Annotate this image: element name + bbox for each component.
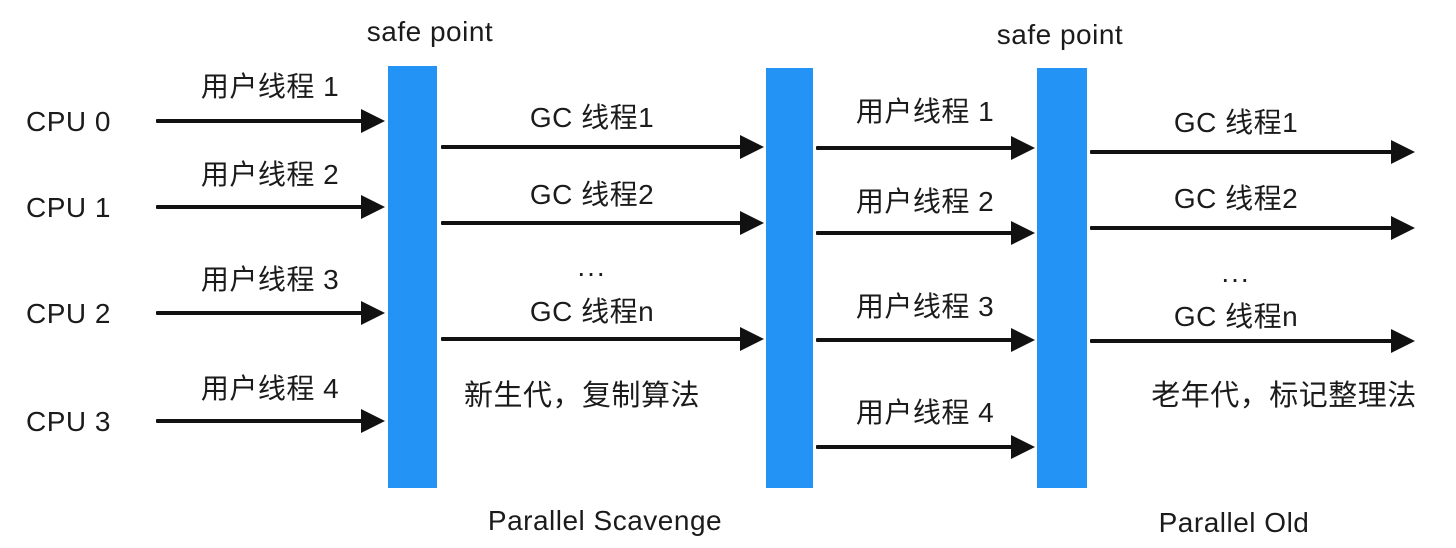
young-gc-thread-2-label: GC 线程2 xyxy=(529,179,655,210)
young-gc-ellipsis: ... xyxy=(577,251,607,282)
arrow-shaft xyxy=(441,337,745,341)
left-user-thread-1-label: 用户线程 1 xyxy=(200,71,340,102)
left-user-thread-4-label: 用户线程 4 xyxy=(200,373,340,404)
middle-user-thread-3-label: 用户线程 3 xyxy=(855,291,995,322)
arrow-head-icon xyxy=(740,211,764,235)
middle-user-thread-4-label: 用户线程 4 xyxy=(855,397,995,428)
safe-point-bar-1 xyxy=(388,66,437,488)
arrow-head-icon xyxy=(1011,136,1035,160)
arrow-shaft xyxy=(816,146,1016,150)
young-gc-thread-1-label: GC 线程1 xyxy=(529,102,655,133)
arrow-head-icon xyxy=(740,135,764,159)
arrow-shaft xyxy=(816,445,1016,449)
arrow-head-icon xyxy=(1391,216,1415,240)
young-gen-phase-label: 新生代，复制算法 xyxy=(463,380,700,412)
middle-user-thread-1-label: 用户线程 1 xyxy=(855,96,995,127)
old-gc-thread-1-label: GC 线程1 xyxy=(1173,107,1299,138)
young-gc-thread-n-label: GC 线程n xyxy=(529,296,655,327)
old-gc-thread-2-label: GC 线程2 xyxy=(1173,183,1299,214)
left-user-thread-2-label: 用户线程 2 xyxy=(200,159,340,190)
parallel-scavenge-caption: Parallel Scavenge xyxy=(487,505,723,536)
old-gc-thread-n-label: GC 线程n xyxy=(1173,301,1299,332)
cpu-1-label: CPU 1 xyxy=(26,192,111,223)
arrow-head-icon xyxy=(1391,140,1415,164)
arrow-head-icon xyxy=(361,109,385,133)
arrow-shaft xyxy=(156,119,366,123)
old-gen-phase-label: 老年代，标记整理法 xyxy=(1151,380,1417,412)
old-gc-ellipsis: ... xyxy=(1221,257,1251,288)
arrow-shaft xyxy=(441,145,745,149)
arrow-head-icon xyxy=(361,409,385,433)
cpu-0-label: CPU 0 xyxy=(26,106,111,137)
safe-point-label-2: safe point xyxy=(996,19,1124,50)
arrow-shaft xyxy=(156,311,366,315)
arrow-shaft xyxy=(1090,226,1396,230)
safe-point-bar-2 xyxy=(766,68,813,488)
arrow-shaft xyxy=(441,221,745,225)
arrow-head-icon xyxy=(361,301,385,325)
arrow-head-icon xyxy=(1011,221,1035,245)
arrow-head-icon xyxy=(1011,435,1035,459)
safe-point-bar-3 xyxy=(1037,68,1087,488)
cpu-2-label: CPU 2 xyxy=(26,298,111,329)
cpu-3-label: CPU 3 xyxy=(26,406,111,437)
safe-point-label-1: safe point xyxy=(366,16,494,47)
arrow-shaft xyxy=(816,231,1016,235)
arrow-shaft xyxy=(1090,339,1396,343)
arrow-shaft xyxy=(816,338,1016,342)
parallel-old-caption: Parallel Old xyxy=(1158,507,1310,538)
arrow-head-icon xyxy=(1011,328,1035,352)
arrow-head-icon xyxy=(361,195,385,219)
arrow-head-icon xyxy=(740,327,764,351)
arrow-shaft xyxy=(156,419,366,423)
left-user-thread-3-label: 用户线程 3 xyxy=(200,264,340,295)
arrow-shaft xyxy=(1090,150,1396,154)
middle-user-thread-2-label: 用户线程 2 xyxy=(855,186,995,217)
arrow-shaft xyxy=(156,205,366,209)
arrow-head-icon xyxy=(1391,329,1415,353)
